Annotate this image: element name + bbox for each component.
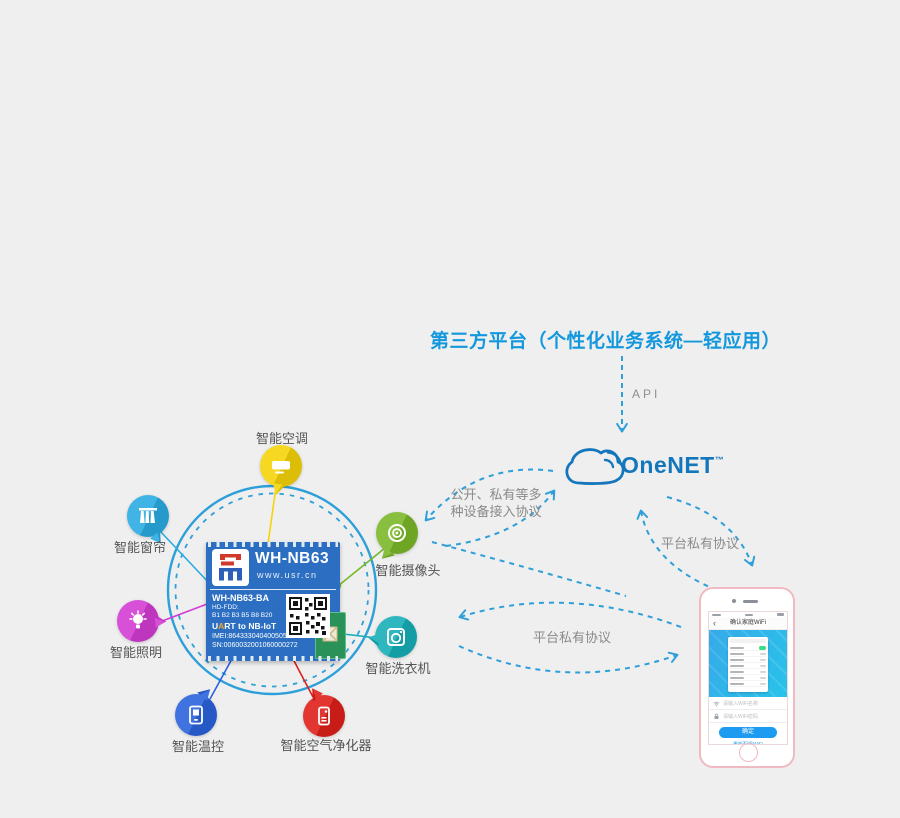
wifi-password-placeholder: 请输入WiFi密码 (723, 713, 758, 720)
device-label-camera: 智能摄像头 (375, 563, 441, 578)
module-castellation-bottom (208, 656, 338, 661)
label-private-protocol-module-phone: 平台私有协议 (532, 630, 611, 645)
camera-icon (388, 524, 406, 542)
device-label-thermostat: 智能温控 (171, 739, 224, 754)
connector-thermostat (209, 656, 234, 700)
air-conditioner-icon (272, 461, 290, 474)
arrow-module-to-onenet (445, 489, 556, 547)
confirm-button: 确定 (719, 727, 777, 738)
trademark-symbol: ™ (714, 455, 725, 465)
time-indicator (745, 613, 753, 616)
card-row (730, 645, 766, 651)
washing-machine-icon (387, 628, 405, 646)
device-label-air-conditioner: 智能空调 (255, 431, 308, 446)
wifi-name-input: 请输入WiFi名称 (709, 697, 787, 710)
device-bubble-washing-machine (375, 616, 417, 658)
device-bubble-air-purifier (303, 695, 345, 737)
module-mode: HD-FDD: (212, 604, 239, 611)
device-label-air-purifier: 智能空气净化器 (280, 738, 372, 753)
phone-hero-banner (709, 630, 787, 697)
thermostat-icon (189, 705, 203, 725)
onenet-wordmark: OneNET™ (621, 452, 724, 479)
back-chevron-icon: ‹ (713, 618, 716, 628)
wifi-icon (713, 701, 720, 706)
module-function: UART to NB-IoT (212, 621, 277, 631)
phone-nav-title: 确认家庭WiFi (730, 620, 766, 626)
label-access-protocols: 公开、私有等多 种设备接入协议 (433, 486, 559, 520)
module-sn: SN:0060032001060000272 (212, 642, 298, 649)
phone-status-bar (709, 612, 787, 617)
arrow-phone-to-module (458, 601, 682, 628)
module-divider (210, 589, 336, 590)
device-bubble-lighting (117, 600, 159, 642)
arrow-phone-to-onenet (636, 509, 720, 592)
bulb-icon (129, 610, 147, 629)
qr-code (286, 594, 330, 638)
arrow-onenet-to-module (424, 468, 554, 522)
battery-indicator (777, 613, 784, 616)
access-protocols-line2: 种设备接入协议 (450, 504, 542, 519)
module-castellation-top (208, 542, 338, 547)
curtain-icon (139, 508, 157, 523)
wifi-name-placeholder: 请输入WiFi名称 (723, 700, 758, 707)
module-website: www.usr.cn (257, 570, 318, 580)
phone-nav-bar: ‹ 确认家庭WiFi (709, 617, 787, 630)
label-private-protocol-onenet-phone: 平台私有协议 (660, 536, 739, 551)
usr-logo (212, 549, 249, 586)
api-label: API (632, 387, 661, 401)
device-label-curtain: 智能窗帘 (113, 540, 166, 555)
phone-speaker (743, 600, 758, 603)
device-bubble-camera (376, 512, 418, 554)
device-list-card (728, 637, 768, 692)
air-purifier-icon (318, 706, 330, 726)
card-row (730, 675, 766, 681)
signal-indicator (712, 613, 721, 616)
arrow-module-to-phone (458, 645, 679, 674)
toggle-on (759, 645, 766, 650)
onenet-brand-text: OneNET (621, 452, 715, 478)
device-bubble-curtain (127, 495, 169, 537)
usr-logo-icon (219, 554, 242, 581)
connector-ac (266, 486, 277, 552)
hub-circle-inner-dashed (174, 492, 370, 688)
device-bubble-thermostat (175, 694, 217, 736)
module-imei: IMEI:864333040400505 (212, 633, 287, 640)
onenet-cloud-icon (565, 448, 625, 485)
card-row (730, 651, 766, 657)
phone-mockup: ‹ 确认家庭WiFi (699, 587, 795, 768)
card-header (730, 639, 766, 643)
arrow-onenet-to-phone (666, 496, 756, 567)
page-title: 第三方平台（个性化业务系统—轻应用） (430, 331, 782, 352)
connector-curtain (159, 530, 211, 585)
module-model: WH-NB63 (255, 550, 330, 567)
module-bands: B1 B2 B3 B5 B8 B20 (212, 612, 273, 619)
card-row (730, 657, 766, 663)
device-bubble-air-conditioner (260, 445, 302, 487)
access-protocols-line1: 公开、私有等多 (450, 487, 542, 502)
connector-camera (337, 547, 386, 587)
card-row (730, 669, 766, 675)
device-label-lighting: 智能照明 (109, 645, 162, 660)
wifi-password-input: 请输入WiFi密码 (709, 710, 787, 723)
connector-light (156, 600, 216, 624)
card-row (730, 681, 766, 687)
lock-icon (714, 713, 719, 719)
phone-camera-dot (732, 599, 736, 603)
device-label-washing-machine: 智能洗衣机 (365, 661, 431, 676)
home-button (739, 743, 758, 762)
hub-circle-outer (166, 484, 378, 696)
card-row (730, 663, 766, 669)
module-part-number: WH-NB63-BA (212, 593, 269, 603)
phone-screen: ‹ 确认家庭WiFi (708, 611, 788, 745)
arc-module-onenet-lower (431, 541, 627, 597)
nb-module-image: WH-NB63 www.usr.cn WH-NB63-BA HD-FDD: B1… (206, 542, 346, 661)
